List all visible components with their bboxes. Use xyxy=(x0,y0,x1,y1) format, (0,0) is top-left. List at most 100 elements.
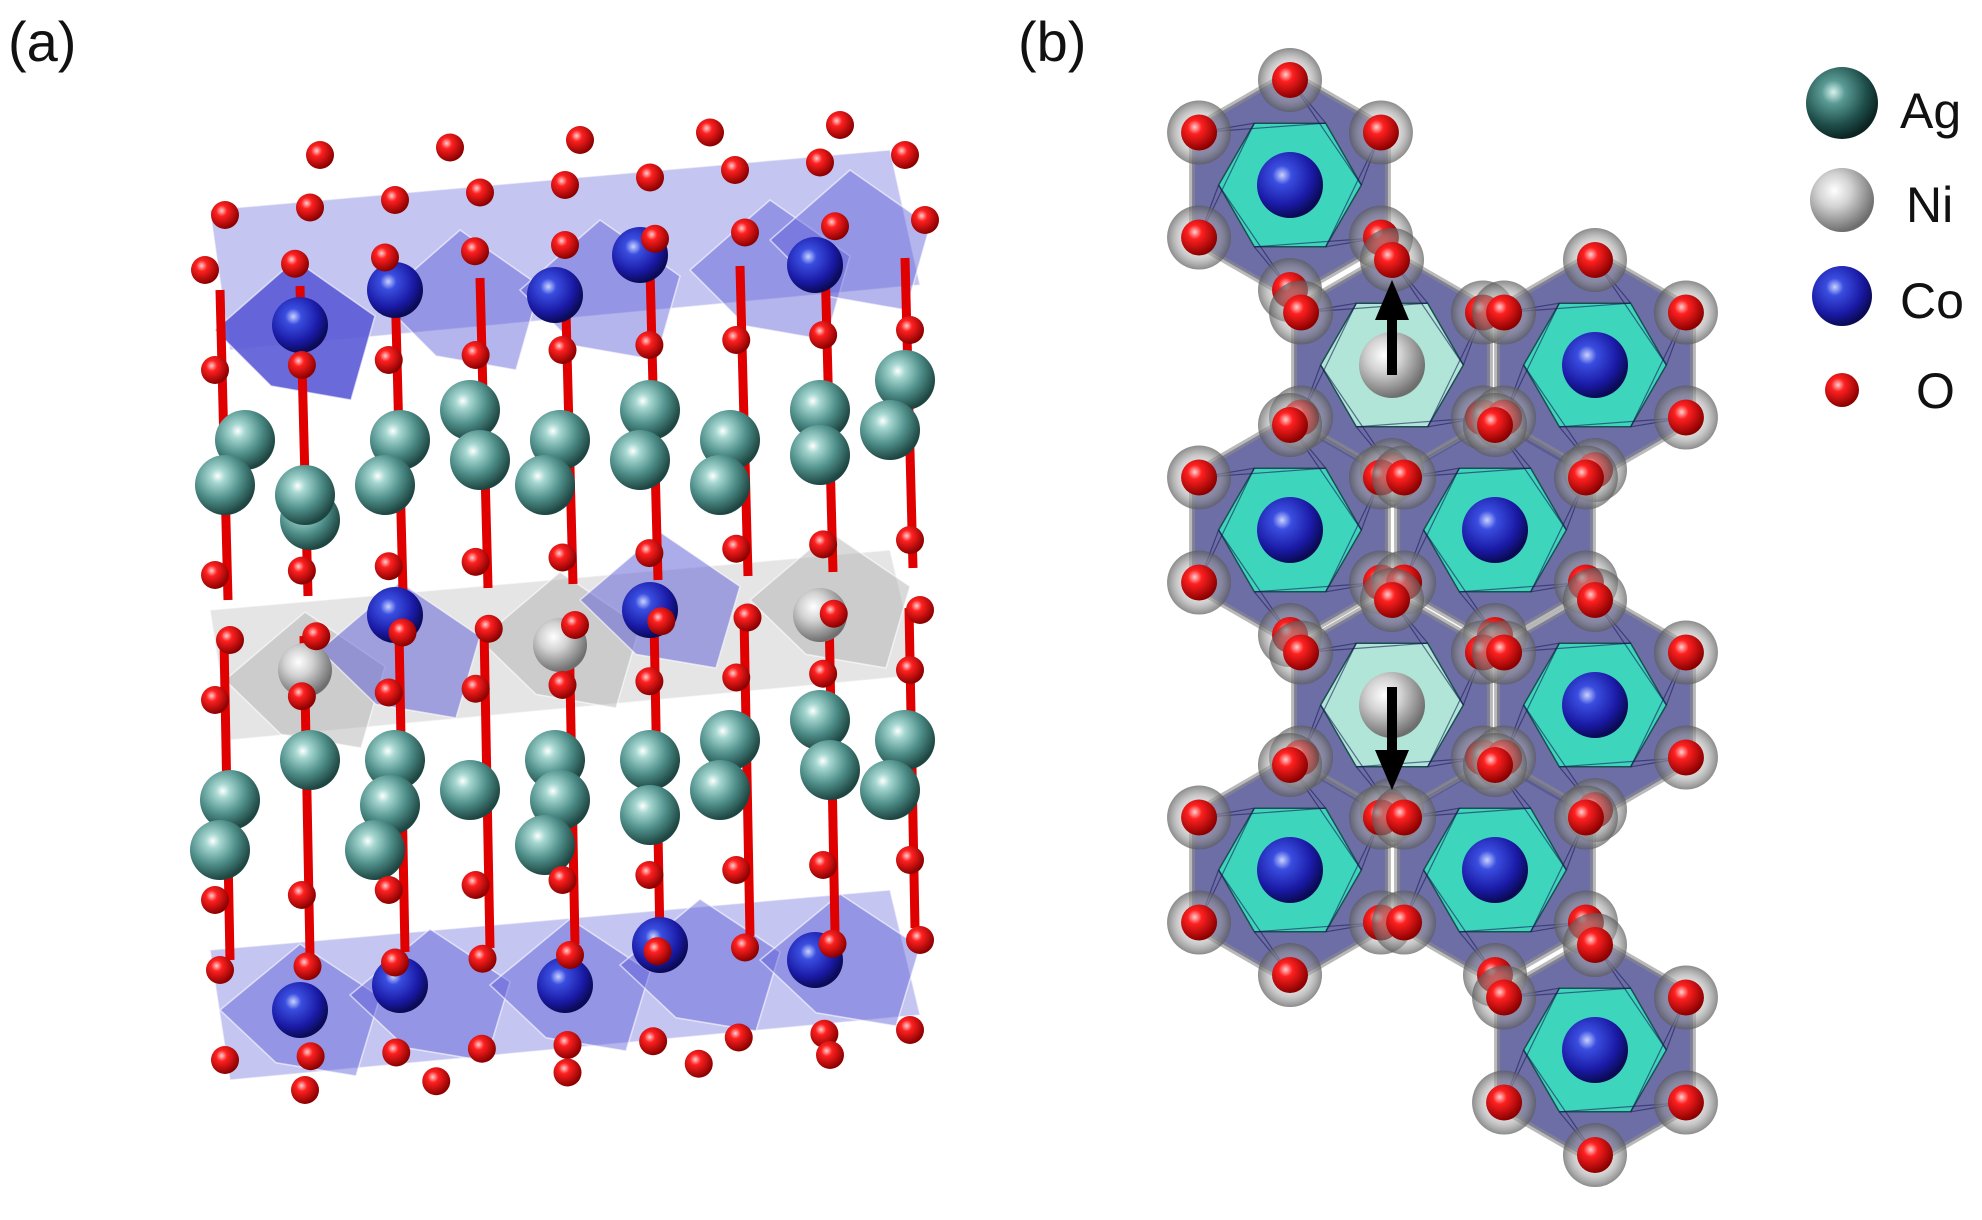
ag-atom xyxy=(620,730,680,790)
arrow-head xyxy=(1375,750,1409,790)
ag-atom xyxy=(200,770,260,830)
o-atom xyxy=(818,929,847,958)
ag-atom xyxy=(515,455,575,515)
o-atom xyxy=(1667,979,1704,1016)
co-atom xyxy=(1257,497,1323,563)
o-atom xyxy=(1181,459,1218,496)
o-atom xyxy=(374,876,403,904)
o-atom xyxy=(1486,1084,1523,1121)
ag-atom xyxy=(790,690,850,750)
o-atom xyxy=(1386,904,1423,941)
ag-atom xyxy=(860,400,920,460)
ag-atom xyxy=(275,465,335,525)
o-atom xyxy=(287,351,316,379)
o-atom xyxy=(553,1031,582,1059)
o-atom xyxy=(1477,747,1513,783)
o-atom xyxy=(1667,739,1704,776)
o-atom xyxy=(287,556,316,585)
panel-a-side-view xyxy=(190,111,939,1104)
o-atom xyxy=(722,326,751,354)
ag-atom xyxy=(345,820,405,880)
ag-atom xyxy=(690,455,750,515)
panel-b-label: (b) xyxy=(1018,10,1087,73)
co-atom xyxy=(1257,837,1323,903)
ag-atom xyxy=(215,410,275,470)
o-atom xyxy=(461,237,489,266)
o-atom xyxy=(809,530,838,559)
o-atom xyxy=(1181,904,1218,941)
legend-swatch-o xyxy=(1825,373,1859,407)
o-atom xyxy=(1577,1137,1613,1173)
o-atom xyxy=(635,667,664,696)
o-atom xyxy=(1181,799,1218,836)
ag-atom xyxy=(620,785,680,845)
o-atom xyxy=(466,178,494,207)
o-atom xyxy=(1477,407,1513,443)
o-atom xyxy=(1667,634,1704,671)
legend-swatch-ni xyxy=(1810,168,1874,232)
legend-swatch-ag xyxy=(1806,67,1878,139)
spin-arrow-up xyxy=(1375,280,1409,375)
o-atom xyxy=(461,341,490,369)
co-atom xyxy=(272,297,328,353)
o-atom xyxy=(211,201,239,229)
o-atom xyxy=(641,224,669,253)
o-atom xyxy=(636,163,664,192)
o-atom xyxy=(556,941,584,969)
o-atom xyxy=(809,851,838,879)
o-atom xyxy=(553,1058,582,1087)
co-atom xyxy=(1562,332,1628,398)
panel-b-top-view xyxy=(1167,48,1718,1187)
o-atom xyxy=(696,118,724,147)
ag-atom xyxy=(790,380,850,440)
ag-atom xyxy=(440,380,500,440)
o-atom xyxy=(1283,294,1320,331)
co-atom xyxy=(1462,837,1528,903)
o-atom xyxy=(1567,459,1604,496)
ag-atom xyxy=(450,430,510,490)
o-atom xyxy=(461,547,490,576)
o-atom xyxy=(1577,242,1613,278)
ag-atom xyxy=(800,740,860,800)
o-atom xyxy=(1567,799,1604,836)
o-atom xyxy=(374,552,403,581)
o-atom xyxy=(371,243,399,272)
ag-atom xyxy=(280,730,340,790)
o-atom xyxy=(806,148,834,177)
o-atom xyxy=(809,659,838,688)
o-atom xyxy=(643,937,672,966)
o-atom xyxy=(381,186,409,214)
o-atom xyxy=(906,926,934,954)
o-atom xyxy=(461,871,490,899)
co-atom xyxy=(527,267,583,323)
o-atom xyxy=(191,256,219,284)
o-atom xyxy=(731,218,759,247)
o-atom xyxy=(896,846,924,874)
ag-atom xyxy=(355,455,415,515)
o-atom xyxy=(1272,62,1308,98)
co-atom xyxy=(537,957,593,1013)
o-atom xyxy=(635,861,664,889)
panel-a-label: (a) xyxy=(8,10,77,73)
o-atom xyxy=(1181,564,1218,601)
o-atom xyxy=(816,1041,844,1069)
o-atom xyxy=(461,674,490,703)
ag-atom xyxy=(190,820,250,880)
ag-atom xyxy=(195,455,255,515)
arrow-head xyxy=(1375,280,1409,320)
o-atom xyxy=(436,133,464,162)
o-atom xyxy=(1362,114,1399,151)
o-atom xyxy=(1486,294,1523,331)
o-atom xyxy=(1374,582,1410,618)
ag-atom xyxy=(875,350,935,410)
o-atom xyxy=(639,1027,668,1056)
legend-label-co: Co xyxy=(1900,273,1964,329)
o-atom xyxy=(548,543,577,572)
co-atom xyxy=(1257,152,1323,218)
spin-arrow-down xyxy=(1375,687,1409,790)
o-atom xyxy=(287,682,316,711)
co-atom xyxy=(367,262,423,318)
o-atom xyxy=(201,561,229,589)
o-atom xyxy=(1181,114,1218,151)
